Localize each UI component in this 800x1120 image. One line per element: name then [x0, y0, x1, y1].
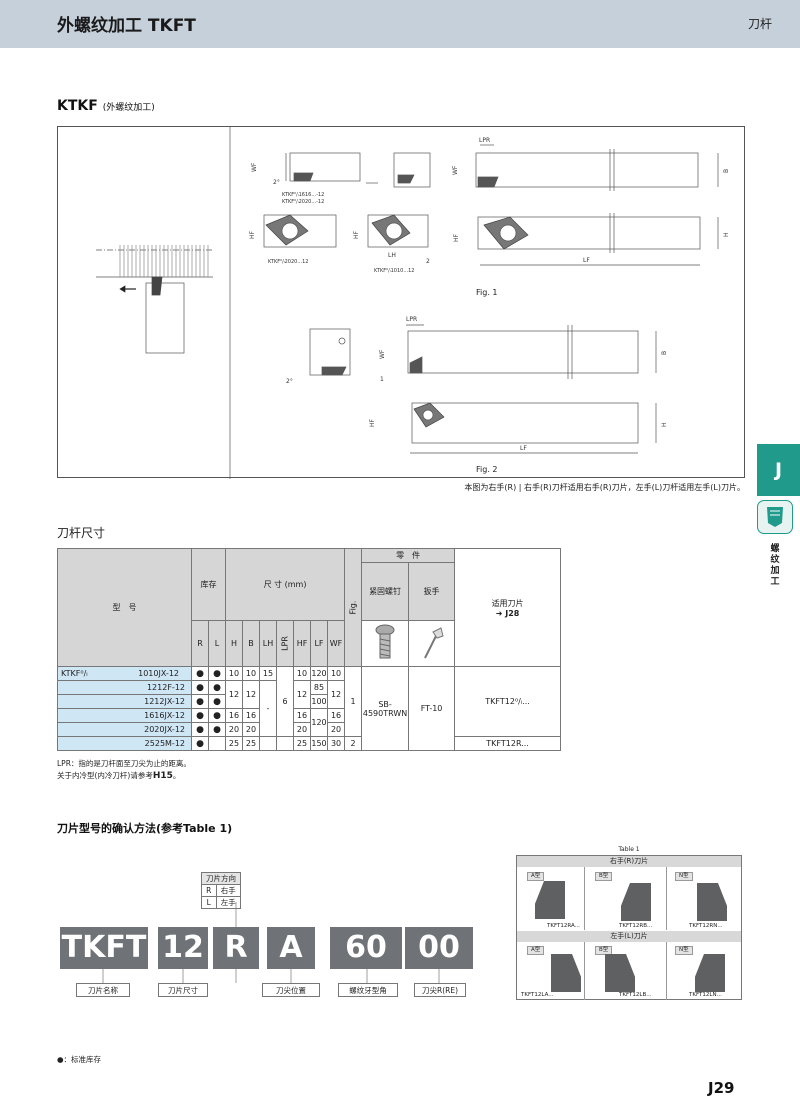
note-lpr: LPR：指的是刀杆面至刀尖为止的距离。 [57, 759, 191, 768]
fig2-views: 2° LPR WF 1 B HF H LF [286, 316, 668, 454]
col-stock: 库存 [191, 548, 226, 621]
code-direction: R [213, 927, 259, 969]
page-number: J29 [708, 1079, 735, 1097]
col-lh: LH [259, 620, 277, 667]
dim-label-hf-4: HF [369, 418, 376, 427]
stock-note: ●：标准库存 [57, 1055, 102, 1064]
table-notes: LPR：指的是刀杆面至刀尖为止的距离。 关于内冷型(内冷刀杆)请参考H15。 [57, 758, 191, 782]
col-screw: 紧固螺钉 [361, 562, 410, 621]
code-thread-angle: 60 [330, 927, 402, 969]
technical-drawing: WF 2° KTKF⁰/ₗ1616...-12 KTKF⁰/ₗ2020...-1… [96, 127, 730, 479]
dim-label-lpr-1: LPR [479, 137, 490, 144]
dim-label-two: 2 [426, 258, 430, 265]
side-label: 螺纹加工 [770, 544, 780, 587]
dim-label-lf-2: LF [520, 445, 527, 452]
page-title: 外螺纹加工 TKFT [57, 16, 196, 36]
dim-label-lh: LH [388, 252, 396, 259]
insert-shape-ln [695, 954, 725, 992]
col-insert: 适用刀片 ➜ J28 [454, 548, 562, 667]
dim-label-hf-3: HF [453, 233, 460, 242]
code-tip-position: A [267, 927, 315, 969]
insert-shape-rn [697, 883, 727, 921]
label-thread-angle: 螺纹牙型角 [338, 983, 398, 997]
col-parts: 零 件 [361, 548, 456, 563]
side-tab-j[interactable]: J [757, 444, 800, 496]
insert-shape-ra [535, 881, 565, 919]
wrench-icon [408, 620, 456, 667]
table1-right-band: 右手(R)刀片 [517, 856, 741, 867]
section-title: KTKF (外螺纹加工) [57, 98, 155, 114]
code-insert-size: 12 [158, 927, 208, 969]
dimensions-title: 刀杆尺寸 [57, 526, 106, 540]
col-model: 型 号 [57, 548, 192, 667]
label-insert-size: 刀片尺寸 [158, 983, 208, 997]
section-code: KTKF [57, 98, 98, 114]
dim-label-lf-1: LF [583, 257, 590, 264]
table-row: 2525M-12 ● 25 25 25 150 30 2 TKFT12R... [57, 736, 562, 751]
dim-label-lpr-2: LPR [406, 316, 417, 323]
table1: 右手(R)刀片 A型 TKFT12RA... B型 TKFT12RB... N型… [516, 855, 742, 1000]
insert-shape-la [551, 954, 581, 992]
dim-label-hf-2: HF [353, 230, 360, 239]
note-coolant-ref[interactable]: H15 [152, 771, 173, 781]
dim-label-wf-3: WF [379, 349, 386, 359]
fig1-side-views: LPR WF B HF H LF [452, 137, 730, 266]
insert-shape-rb [621, 883, 651, 921]
model-label-c: KTKF⁰/ₗ2020...12 [268, 259, 308, 265]
code-insert-name: TKFT [60, 927, 148, 969]
label-corner-radius: 刀尖R(RE) [414, 983, 466, 997]
insert-id-title: 刀片型号的确认方法(参考Table 1) [57, 822, 233, 835]
model-label-d: KTKF⁰/ₗ1010...12 [374, 268, 414, 274]
col-r: R [191, 620, 209, 667]
table-row: 2020JX-12 ● ● 20 20 20 20 [57, 722, 561, 737]
table-row: 1212JX-12 ● ● 100 [57, 694, 561, 709]
workpiece-illustration [96, 245, 213, 354]
col-wrench: 扳手 [408, 562, 456, 621]
screw-icon [361, 620, 410, 667]
col-wf: WF [326, 620, 346, 667]
label-tip-position: 刀尖位置 [262, 983, 320, 997]
col-size: 尺 寸 (mm) [224, 548, 346, 621]
fig1-caption: Fig. 1 [476, 288, 498, 297]
insert-shape-lb [605, 954, 635, 992]
col-hf: HF [293, 620, 311, 667]
dim-label-h-2: H [661, 422, 668, 427]
dim-label-wf-2: WF [452, 165, 459, 175]
dim-label-angle-2: 2° [286, 378, 293, 385]
col-b: B [242, 620, 260, 667]
table-row: 1616JX-12 ● ● 16 16 16 120 16 [57, 708, 561, 737]
col-fig: Fig. [344, 548, 363, 667]
label-insert-name: 刀片名称 [76, 983, 130, 997]
dim-label-b-2: B [661, 351, 668, 355]
col-l: L [208, 620, 226, 667]
dim-label-b-1: B [723, 169, 730, 173]
dim-label-wf: WF [251, 162, 258, 172]
fig1-top-left-view: WF 2° KTKF⁰/ₗ1616...-12 KTKF⁰/ₗ2020...-1… [251, 152, 431, 205]
section-subtitle: (外螺纹加工) [102, 103, 155, 113]
dimensions-table: 型 号 库存 尺 寸 (mm) Fig. 零 件 适用刀片 ➜ J28 紧固螺钉… [57, 548, 562, 751]
table-row: 1212F-12 ● ● 12 12 - 12 85 12 [57, 680, 561, 737]
fig1-mid-left-views: HF KTKF⁰/ₗ2020...12 HF LH 2 KTKF⁰/ₗ1010.… [249, 214, 430, 274]
dim-label-angle: 2° [273, 179, 280, 186]
page-header: 外螺纹加工 TKFT 刀杆 [0, 0, 800, 48]
table1-left-band: 左手(L)刀片 [517, 931, 741, 942]
code-corner-radius: 00 [405, 927, 473, 969]
model-label-a: KTKF⁰/ₗ1616...-12 [282, 192, 324, 198]
dim-label-one: 1 [380, 376, 384, 383]
figure-note: 本图为右手(R) | 右手(R)刀杆适用右手(R)刀片，左手(L)刀杆适用左手(… [464, 483, 745, 492]
table1-caption: Table 1 [618, 846, 640, 853]
col-h: H [225, 620, 243, 667]
thread-tool-icon[interactable] [757, 500, 793, 534]
dim-label-h-1: H [723, 232, 730, 237]
note-coolant: 关于内冷型(内冷刀杆)请参考H15。 [57, 771, 181, 781]
page-category: 刀杆 [747, 17, 772, 31]
model-label-b: KTKF⁰/ₗ2020...-12 [282, 199, 324, 205]
col-lf: LF [310, 620, 328, 667]
col-lpr: LPR [276, 620, 294, 667]
fig2-caption: Fig. 2 [476, 465, 498, 474]
dim-label-hf-1: HF [249, 230, 256, 239]
figure-box: WF 2° KTKF⁰/ₗ1616...-12 KTKF⁰/ₗ2020...-1… [57, 126, 745, 479]
